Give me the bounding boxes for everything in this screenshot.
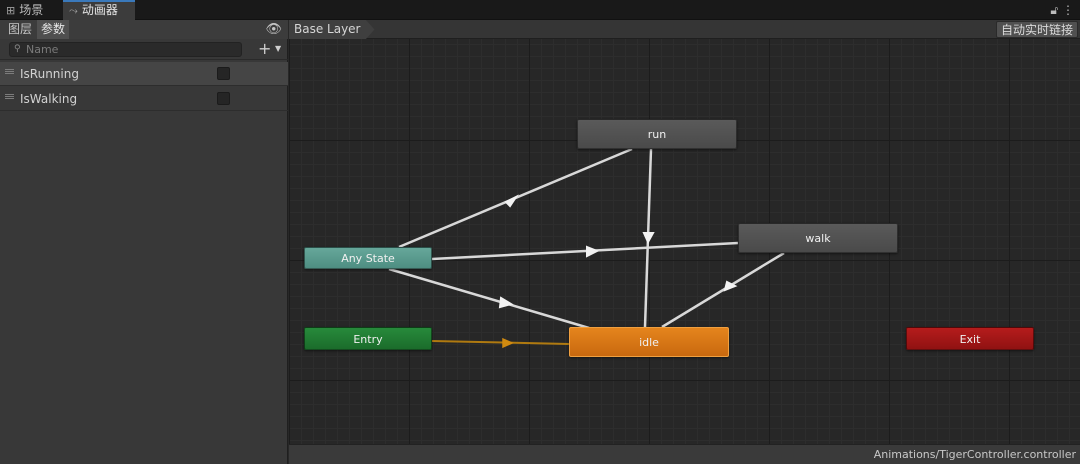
auto-live-link-button[interactable]: 自动实时链接 — [995, 21, 1078, 38]
search-input[interactable] — [26, 43, 238, 56]
window-tab-bar: ⊞场景 ⤳动画器 🔓︎ ⋮ — [0, 0, 1080, 20]
transition-walk-to-idle[interactable] — [661, 251, 785, 329]
drag-handle-icon[interactable] — [5, 69, 14, 74]
breadcrumb-base-layer[interactable]: Base Layer — [289, 20, 375, 39]
tab-animator-label: 动画器 — [81, 3, 118, 17]
search-box: ⚲ — [9, 42, 242, 57]
breadcrumb-bar: Base Layer 自动实时链接 — [289, 20, 1080, 39]
controller-file-path: Animations/TigerController.controller — [873, 448, 1076, 461]
search-row: ⚲ + ▼ — [0, 39, 288, 60]
state-node-idle[interactable]: idle — [569, 327, 729, 357]
state-node-any-state[interactable]: Any State — [304, 247, 432, 269]
transition-arrow-icon — [498, 296, 514, 309]
search-icon: ⚲ — [14, 44, 21, 54]
transition-any-to-walk[interactable] — [431, 241, 739, 261]
parameter-checkbox[interactable] — [217, 67, 230, 80]
tab-animator[interactable]: ⤳动画器 — [63, 0, 135, 20]
parameter-name[interactable]: IsWalking — [20, 92, 78, 106]
transition-arrow-icon — [502, 337, 514, 349]
transition-layer — [388, 147, 785, 349]
parameter-name[interactable]: IsRunning — [20, 67, 79, 81]
lock-icon[interactable]: 🔓︎ — [1050, 3, 1059, 17]
tab-parameters[interactable]: 参数 — [37, 20, 70, 39]
transition-arrow-icon — [723, 280, 738, 292]
panel-tabs: 图层 参数 👁︎ — [0, 20, 288, 39]
grid-icon: ⊞ — [6, 4, 16, 17]
window-controls: 🔓︎ ⋮ — [1044, 0, 1080, 20]
eye-icon[interactable]: 👁︎ — [265, 22, 282, 37]
tab-layers[interactable]: 图层 — [8, 22, 33, 36]
animator-icon: ⤳ — [69, 4, 78, 17]
tab-scene[interactable]: ⊞场景 — [0, 0, 62, 20]
state-node-exit[interactable]: Exit — [906, 327, 1034, 350]
kebab-menu-icon[interactable]: ⋮ — [1062, 3, 1074, 17]
state-machine-graph[interactable]: Base Layer 自动实时链接 run walk Any State Ent… — [289, 20, 1080, 464]
transition-arrow-icon — [642, 232, 655, 245]
parameters-panel: 图层 参数 👁︎ ⚲ + ▼ IsRunning IsWalking — [0, 20, 288, 464]
parameter-row[interactable]: IsWalking — [0, 87, 288, 111]
parameter-row[interactable]: IsRunning — [0, 62, 288, 86]
state-node-entry[interactable]: Entry — [304, 327, 432, 350]
tab-scene-label: 场景 — [19, 3, 44, 17]
transition-entry-to-idle[interactable] — [431, 340, 570, 345]
state-node-run[interactable]: run — [577, 119, 737, 149]
parameter-checkbox[interactable] — [217, 92, 230, 105]
drag-handle-icon[interactable] — [5, 94, 14, 99]
transition-arrow-icon — [586, 245, 600, 258]
state-node-walk[interactable]: walk — [738, 223, 898, 253]
status-bar: Animations/TigerController.controller — [289, 444, 1080, 464]
transition-any-to-idle[interactable] — [388, 267, 590, 330]
dropdown-arrow-icon[interactable]: ▼ — [275, 44, 282, 53]
transition-arrow-icon — [504, 194, 519, 208]
add-parameter-button[interactable]: + — [258, 39, 272, 58]
